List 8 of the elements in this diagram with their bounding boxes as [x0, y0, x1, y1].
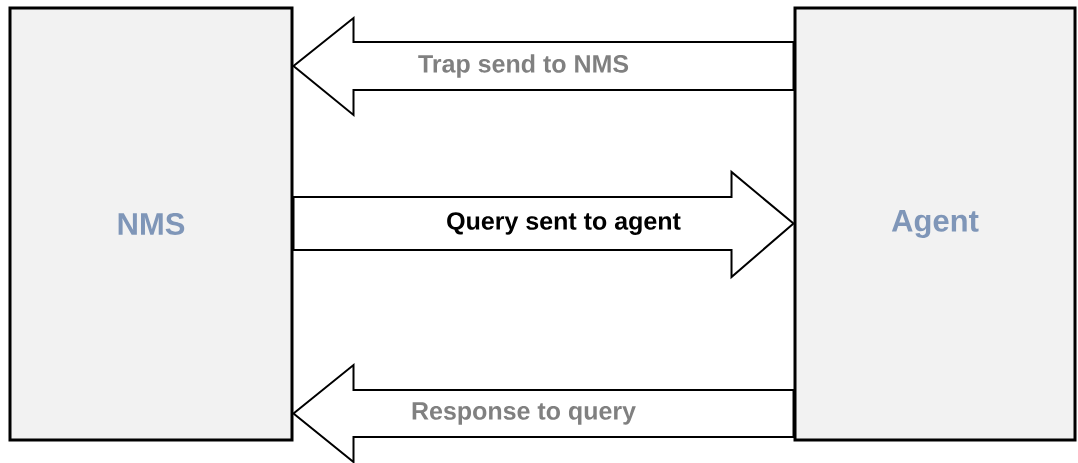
- system-box: NMS: [8, 6, 294, 442]
- edge-label: Trap send to NMS: [418, 54, 629, 78]
- block-arrow: [292, 169, 796, 280]
- edge-label: Response to query: [412, 402, 636, 425]
- block-arrow: [291, 15, 795, 118]
- system-box: Agent: [793, 6, 1077, 442]
- edge-label: Query sent to agent: [447, 212, 681, 235]
- block-arrow: [291, 362, 795, 463]
